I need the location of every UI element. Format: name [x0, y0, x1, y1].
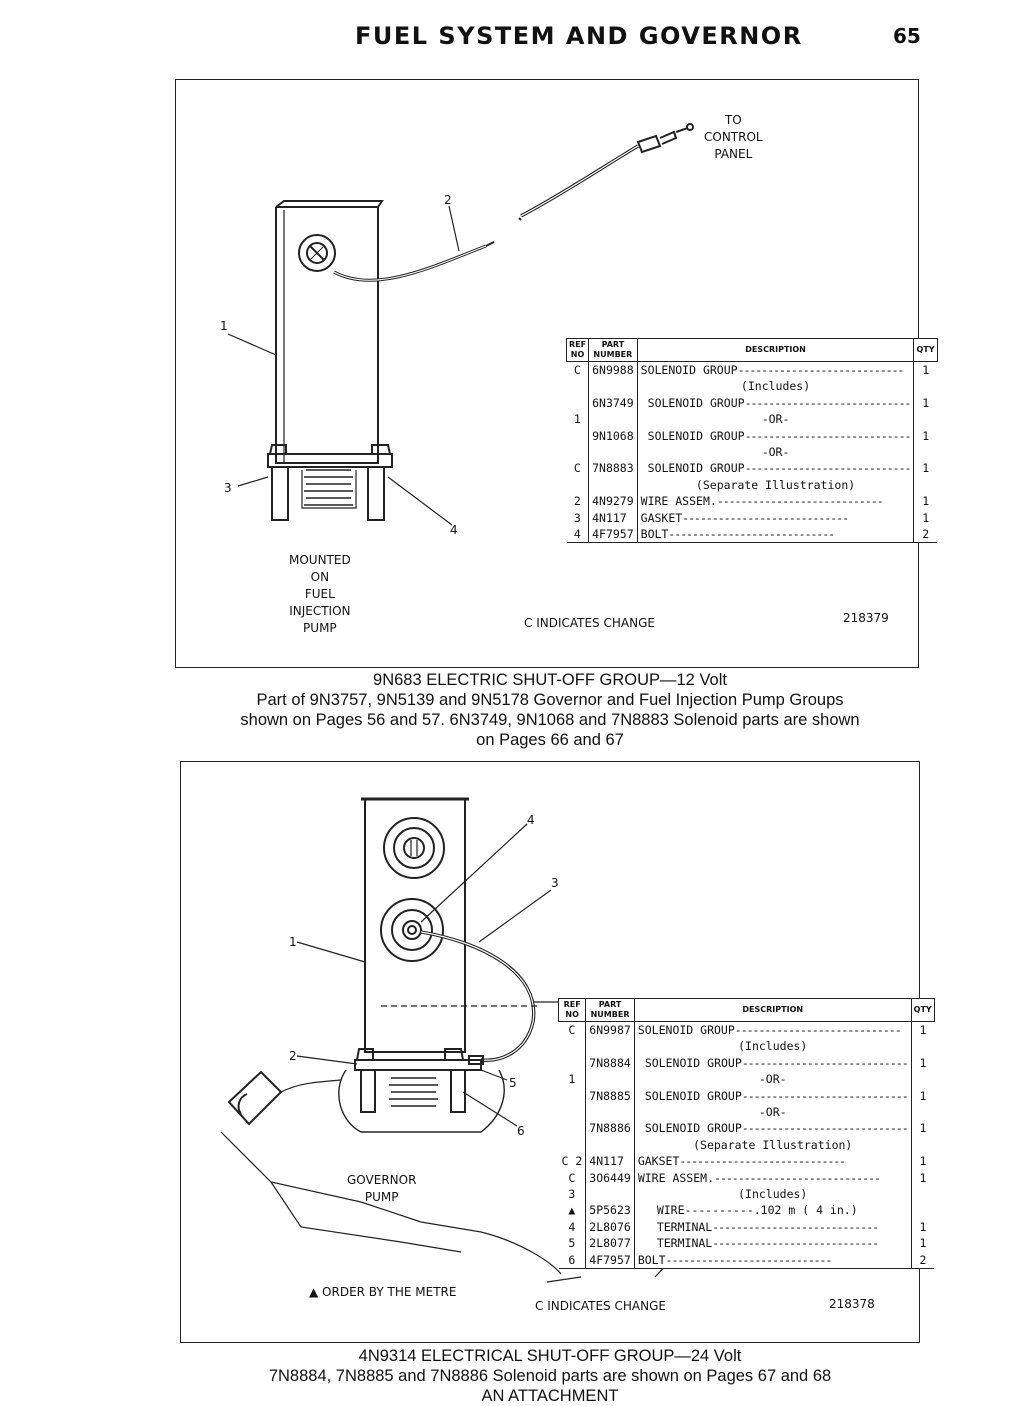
solenoid-24v-drawing	[220, 797, 672, 1283]
caption-1-line: on Pages 66 and 67	[476, 731, 624, 749]
table-row: 64F7957BOLT2	[558, 1251, 935, 1270]
callout-4: 4	[527, 813, 535, 827]
table-row: C 24N117GAKSET1	[559, 1153, 935, 1170]
solenoid-12v-drawing	[227, 123, 694, 526]
col-qty: QTY	[910, 998, 935, 1022]
callout-2: 2	[289, 1049, 297, 1063]
table-row: (Separate Illustration)	[567, 476, 938, 494]
table-row: -OR-	[567, 444, 938, 461]
table-row: 52L8077TERMINAL1	[559, 1235, 935, 1252]
table-row: 1-OR-	[567, 411, 938, 428]
callout-3: 3	[224, 481, 232, 495]
change-note: C INDICATES CHANGE	[535, 1299, 666, 1313]
illustration-number: 218379	[843, 611, 889, 625]
caption-2-line: 7N8884, 7N8885 and 7N8886 Solenoid parts…	[268, 1367, 832, 1385]
table-row: 44F7957BOLT2	[566, 526, 938, 544]
caption-1-line: shown on Pages 56 and 57. 6N3749, 9N1068…	[240, 711, 860, 729]
col-qty: QTY	[913, 338, 938, 362]
governor-pump-label: GOVERNOR PUMP	[347, 1173, 417, 1204]
mounted-on-pump-label: MOUNTED ON FUEL INJECTION PUMP	[289, 553, 351, 635]
caption-2: 4N9314 ELECTRICAL SHUT-OFF GROUP—24 Volt…	[150, 1346, 950, 1406]
figure-2-panel: 1 2 3 4 5 6 GOVERNOR PUMP ▲ ORDER BY THE…	[180, 761, 935, 1343]
page-header-title: FUEL SYSTEM AND GOVERNOR	[355, 22, 803, 50]
table-row: 42L8076TERMINAL1	[559, 1218, 935, 1236]
caption-2-line: AN ATTACHMENT	[481, 1387, 619, 1405]
callout-1: 1	[220, 319, 228, 333]
change-note: C INDICATES CHANGE	[524, 616, 655, 630]
callout-3: 3	[551, 876, 559, 890]
callout-6: 6	[517, 1124, 525, 1138]
order-by-metre-note: ▲ ORDER BY THE METRE	[309, 1285, 457, 1299]
caption-1-line: Part of 9N3757, 9N5139 and 9N5178 Govern…	[256, 691, 844, 709]
callout-2: 2	[444, 193, 452, 207]
table-row: 3(Includes)	[559, 1186, 935, 1203]
table-row: -OR-	[559, 1104, 935, 1121]
caption-1: 9N683 ELECTRIC SHUT-OFF GROUP—12 Volt Pa…	[150, 670, 950, 750]
table-row: (Includes)	[567, 378, 938, 395]
col-description: DESCRIPTION	[636, 338, 915, 362]
callout-1: 1	[289, 935, 297, 949]
table-row: (Separate Illustration)	[559, 1136, 935, 1154]
callout-5: 5	[509, 1076, 517, 1090]
table-row: (Includes)	[559, 1038, 935, 1055]
table-row: 1-OR-	[559, 1071, 935, 1088]
caption-1-title: 9N683 ELECTRIC SHUT-OFF GROUP—12 Volt	[373, 671, 727, 689]
illustration-number: 218378	[829, 1297, 875, 1311]
page-number: 65	[893, 24, 921, 48]
figure-1-panel: 1 2 3 4 TO CONTROL PANEL MOUNTED ON FUEL…	[175, 79, 938, 668]
col-description: DESCRIPTION	[633, 998, 912, 1022]
caption-2-title: 4N9314 ELECTRICAL SHUT-OFF GROUP—24 Volt	[358, 1347, 742, 1365]
to-control-panel-label: TO CONTROL PANEL	[704, 113, 763, 161]
callout-4: 4	[450, 523, 458, 537]
table-row: 34N117GASKET1	[567, 509, 938, 527]
